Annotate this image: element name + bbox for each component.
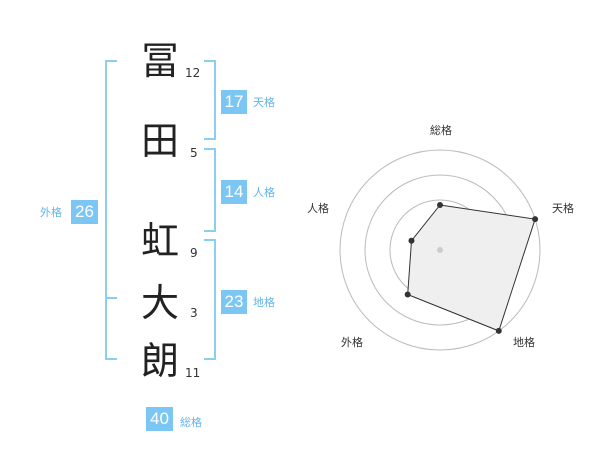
gaikaku-label: 外格 [40, 206, 62, 219]
name-char-1: 冨 [140, 39, 179, 83]
tenkaku-label: 天格 [253, 96, 275, 109]
soukaku-value: 40 [146, 407, 173, 431]
axis-label-jinkaku: 人格 [307, 201, 329, 215]
name-char-3: 虹 [140, 219, 179, 263]
radar-point-2 [532, 216, 539, 223]
radar-point-4 [404, 291, 411, 298]
stroke-count-1: 12 [185, 66, 201, 80]
tenkaku-bracket [204, 60, 216, 140]
stroke-count-3: 9 [190, 246, 198, 260]
stroke-count-4: 3 [190, 306, 198, 320]
chikaku-label: 地格 [253, 296, 275, 309]
axis-label-soukaku: 総格 [430, 123, 452, 137]
name-char-4: 大 [140, 281, 179, 325]
chikaku-value: 23 [221, 290, 247, 314]
jinkaku-value: 14 [221, 180, 247, 204]
radar-ring [339, 149, 541, 351]
radar-point-5 [408, 237, 415, 244]
tenkaku-value: 17 [221, 90, 247, 114]
chikaku-bracket [204, 239, 216, 360]
axis-label-chikaku: 地格 [513, 335, 535, 349]
stroke-count-2: 5 [190, 146, 198, 160]
radar-point-3 [495, 327, 502, 334]
name-char-2: 田 [140, 119, 179, 163]
gaikaku-value: 26 [71, 200, 98, 224]
gaikaku-bracket-connector [105, 297, 117, 299]
name-char-5: 朗 [140, 339, 179, 383]
axis-label-tenkaku: 天格 [552, 201, 574, 215]
radar-point-1 [437, 202, 443, 208]
gaikaku-bracket [105, 60, 117, 360]
radar-area [407, 204, 536, 332]
stroke-count-5: 11 [185, 366, 201, 380]
jinkaku-label: 人格 [253, 186, 275, 199]
radar-chart: 総格 天格 地格 外格 人格 [307, 123, 574, 351]
radar-center [437, 247, 443, 253]
radar-points [404, 202, 539, 334]
soukaku-label: 総格 [180, 416, 202, 429]
jinkaku-bracket [204, 148, 216, 232]
axis-label-gaikaku: 外格 [341, 335, 363, 349]
